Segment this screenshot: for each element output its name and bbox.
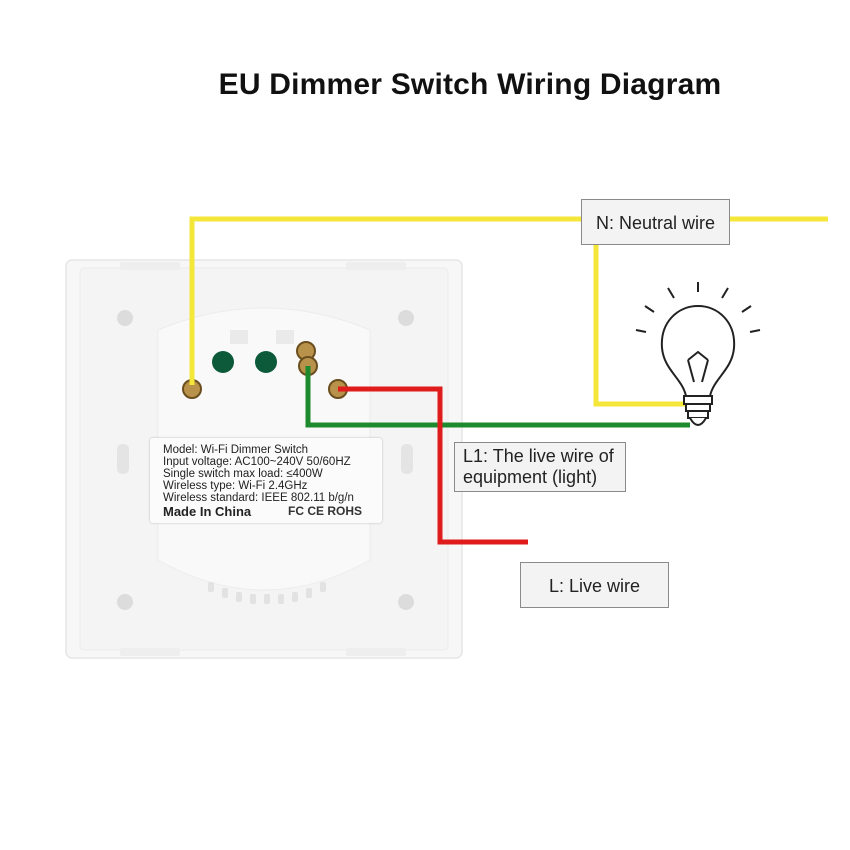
vent-slots: [208, 582, 326, 604]
spec-max-load: Single switch max load: ≤400W: [163, 468, 323, 480]
neutral-wire-callout: N: Neutral wire: [581, 199, 730, 245]
mount-hole-bottom-right: [398, 594, 414, 610]
neutral-wire-to-bulb: [593, 219, 686, 407]
spec-made-in: Made In China: [163, 504, 252, 519]
spec-wireless-type: Wireless type: Wi-Fi 2.4GHz: [163, 480, 308, 492]
diagram-title: EU Dimmer Switch Wiring Diagram: [218, 68, 722, 101]
mount-hole-top-right: [398, 310, 414, 326]
neutral-wire-label: N: Neutral wire: [595, 213, 716, 233]
mount-hole-bottom-left: [117, 594, 133, 610]
terminal-indicator-2: [255, 351, 277, 373]
live-wire-label: L: Live wire: [548, 576, 641, 596]
live-wire: [338, 386, 528, 545]
load-wire-callout: L1: The live wire of equipment (light): [454, 442, 626, 492]
load-wire: [305, 366, 690, 428]
load-wire-label-line1: L1: The live wire of: [463, 446, 614, 466]
light-bulb-icon: [635, 282, 761, 426]
spec-model: Model: Wi-Fi Dimmer Switch: [163, 444, 309, 456]
load-wire-label-line2: equipment (light): [463, 467, 598, 487]
spec-wireless-standard: Wireless standard: IEEE 802.11 b/g/n: [163, 492, 354, 504]
spec-input-voltage: Input voltage: AC100~240V 50/60HZ: [163, 456, 351, 468]
mount-hole-top-left: [117, 310, 133, 326]
device-spec-label: Model: Wi-Fi Dimmer Switch Input voltage…: [150, 438, 382, 523]
spec-certifications: FC CE ROHS: [288, 504, 363, 518]
live-wire-callout: L: Live wire: [520, 562, 669, 608]
terminal-indicator-1: [212, 351, 234, 373]
